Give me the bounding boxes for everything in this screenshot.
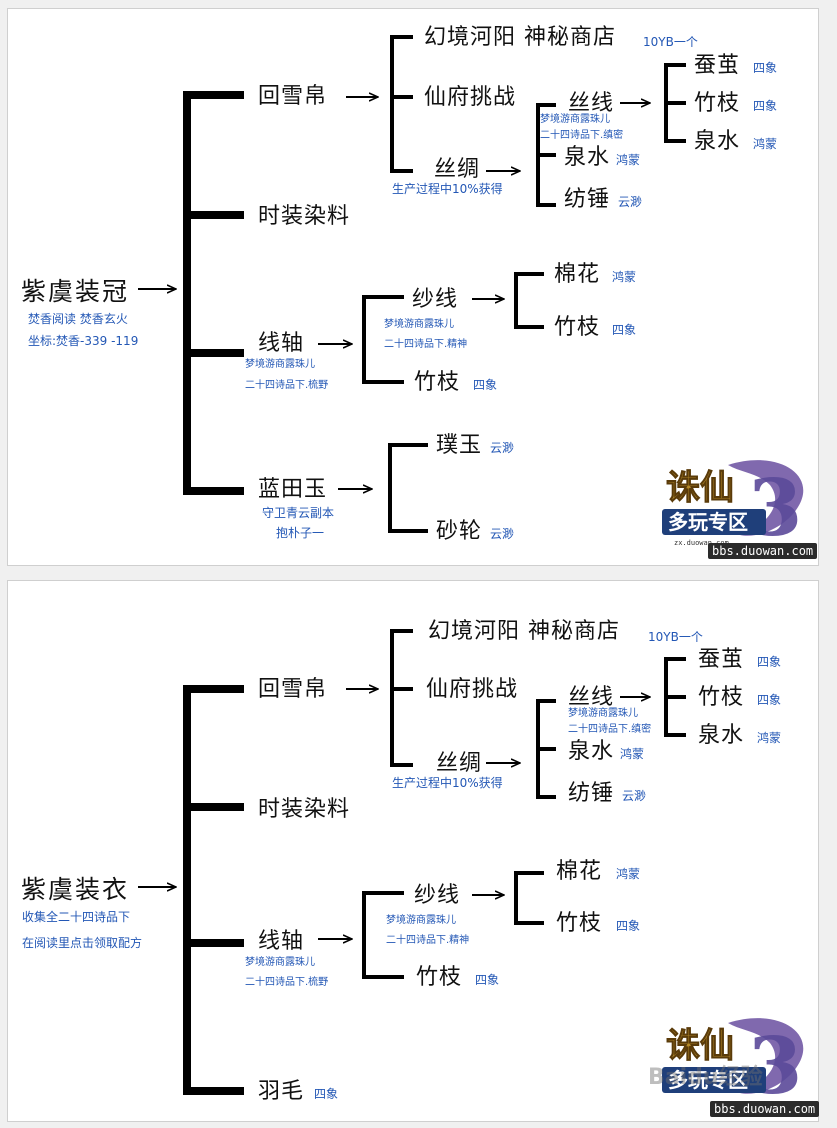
item-note: 梦境游商露珠儿 — [245, 359, 315, 370]
item-tag: 鸿蒙 — [753, 137, 778, 151]
root-note: 焚香阅读 焚香玄火 — [28, 312, 128, 326]
item-tag: 四象 — [473, 378, 498, 392]
item-canjian: 蚕茧 — [694, 53, 741, 78]
item-tag: 鸿蒙 — [757, 731, 782, 745]
item-quanshui: 泉水 — [698, 723, 745, 748]
item-tag: 鸿蒙 — [616, 153, 641, 167]
item-huanjing-shop: 幻境河阳 神秘商店 — [424, 25, 616, 50]
item-sichou: 丝绸 — [434, 157, 481, 182]
item-shizhuang-ranliao: 时装染料 — [258, 797, 351, 822]
main-bracket — [183, 685, 244, 1095]
item-tag: 四象 — [314, 1087, 339, 1101]
item-sixian: 丝线 — [568, 685, 615, 710]
item-note: 二十四诗品下.精神 — [386, 935, 470, 946]
item-note: 梦境游商露珠儿 — [540, 114, 610, 125]
item-xianfu-tiaozhan: 仙府挑战 — [424, 85, 517, 110]
svg-text:多玩专区: 多玩专区 — [668, 510, 748, 534]
item-tag: 鸿蒙 — [616, 867, 641, 881]
root-item-crown: 紫虞装冠 — [21, 277, 130, 306]
item-tag: 四象 — [753, 99, 778, 113]
item-lantianyu: 蓝田玉 — [258, 477, 328, 502]
svg-text:诛仙: 诛仙 — [666, 468, 734, 508]
zhuxian-logo: 3 诛仙 多玩专区 zx.duowan.com bbs.duowan.com — [658, 455, 818, 559]
item-sixian: 丝线 — [568, 91, 615, 116]
svg-text:诛仙: 诛仙 — [666, 1026, 734, 1066]
item-note: 梦境游商露珠儿 — [384, 319, 454, 330]
item-puyu: 璞玉 — [436, 433, 483, 458]
item-mianhua: 棉花 — [554, 262, 601, 287]
item-fangchui: 纺锤 — [568, 781, 615, 806]
recipe-panel-crown: 紫虞装冠 焚香阅读 焚香玄火 坐标:焚香-339 -119 回雪帛 时装染料 线… — [7, 8, 819, 566]
item-sichou: 丝绸 — [436, 751, 483, 776]
item-note: 守卫青云副本 — [262, 506, 335, 520]
item-tag: 云渺 — [618, 195, 643, 209]
item-huixuebo: 回雪帛 — [258, 84, 328, 109]
item-zhuzhi: 竹枝 — [698, 685, 745, 710]
item-tag: 四象 — [757, 655, 782, 669]
item-huixuebo: 回雪帛 — [258, 677, 328, 702]
item-tag: 云渺 — [622, 789, 647, 803]
item-tag: 云渺 — [490, 527, 515, 541]
item-xianzhou: 线轴 — [258, 929, 305, 954]
item-note: 抱朴子一 — [276, 526, 325, 540]
item-zhuzhi: 竹枝 — [694, 91, 741, 116]
item-quanshui: 泉水 — [568, 739, 615, 764]
tree-lines — [138, 35, 686, 533]
item-note: 梦境游商露珠儿 — [386, 915, 456, 926]
baidu-watermark: Baidu经验 — [648, 1065, 763, 1090]
item-xianfu-tiaozhan: 仙府挑战 — [426, 677, 519, 702]
root-note: 在阅读里点击领取配方 — [22, 936, 143, 950]
item-shaxian: 纱线 — [412, 287, 459, 312]
item-note: 二十四诗品下.梳野 — [245, 977, 329, 988]
item-tag: 鸿蒙 — [620, 747, 645, 761]
item-note: 生产过程中10%获得 — [392, 182, 503, 196]
item-tag: 四象 — [616, 919, 641, 933]
root-note: 坐标:焚香-339 -119 — [28, 334, 139, 348]
svg-text:3: 3 — [748, 463, 802, 554]
item-note: 二十四诗品下.缜密 — [568, 724, 652, 735]
item-note: 梦境游商露珠儿 — [245, 957, 315, 968]
item-note: 梦境游商露珠儿 — [568, 708, 638, 719]
root-note: 收集全二十四诗品下 — [22, 910, 131, 924]
item-shalun: 砂轮 — [436, 519, 483, 544]
item-shaxian: 纱线 — [414, 883, 461, 908]
item-tag: 四象 — [612, 323, 637, 337]
logo-art: 3 诛仙 多玩专区 — [662, 1018, 804, 1112]
recipe-panel-robe: 紫虞装衣 收集全二十四诗品下 在阅读里点击领取配方 回雪帛 时装染料 线轴 梦境… — [7, 580, 820, 1122]
item-zhuzhi: 竹枝 — [556, 911, 603, 936]
item-note: 生产过程中10%获得 — [392, 776, 503, 790]
item-fangchui: 纺锤 — [564, 187, 611, 212]
item-tag: 四象 — [757, 693, 782, 707]
logo-subsite: zx.duowan.com — [674, 539, 729, 547]
zhuxian-logo: 3 诛仙 多玩专区 Baidu经验 bbs.duowan.com — [648, 1013, 820, 1119]
item-xianzhou: 线轴 — [258, 331, 305, 356]
item-zhuzhi: 竹枝 — [554, 315, 601, 340]
item-yumao: 羽毛 — [258, 1079, 305, 1104]
item-quanshui: 泉水 — [694, 129, 741, 154]
item-mianhua: 棉花 — [556, 859, 603, 884]
root-item-robe: 紫虞装衣 — [21, 875, 130, 904]
item-note: 10YB一个 — [648, 630, 703, 644]
item-tag: 云渺 — [490, 441, 515, 455]
svg-text:多玩专区: 多玩专区 — [668, 1068, 748, 1092]
item-zhuzhi: 竹枝 — [414, 370, 461, 395]
item-canjian: 蚕茧 — [698, 647, 745, 672]
logo-art: 3 诛仙 多玩专区 — [662, 460, 804, 554]
main-bracket — [183, 91, 244, 495]
item-tag: 鸿蒙 — [612, 270, 637, 284]
logo-site: bbs.duowan.com — [708, 543, 818, 559]
item-note: 二十四诗品下.缜密 — [540, 130, 624, 141]
tree-lines — [138, 629, 686, 1095]
item-huanjing-shop: 幻境河阳 神秘商店 — [428, 619, 620, 644]
item-note: 二十四诗品下.梳野 — [245, 380, 329, 391]
item-note: 10YB一个 — [643, 35, 698, 49]
item-tag: 四象 — [753, 61, 778, 75]
item-shizhuang-ranliao: 时装染料 — [258, 204, 351, 229]
item-note: 二十四诗品下.精神 — [384, 339, 468, 350]
item-zhuzhi: 竹枝 — [416, 965, 463, 990]
svg-text:3: 3 — [748, 1021, 802, 1112]
logo-site: bbs.duowan.com — [710, 1101, 820, 1117]
item-tag: 四象 — [475, 973, 500, 987]
item-quanshui: 泉水 — [564, 145, 611, 170]
